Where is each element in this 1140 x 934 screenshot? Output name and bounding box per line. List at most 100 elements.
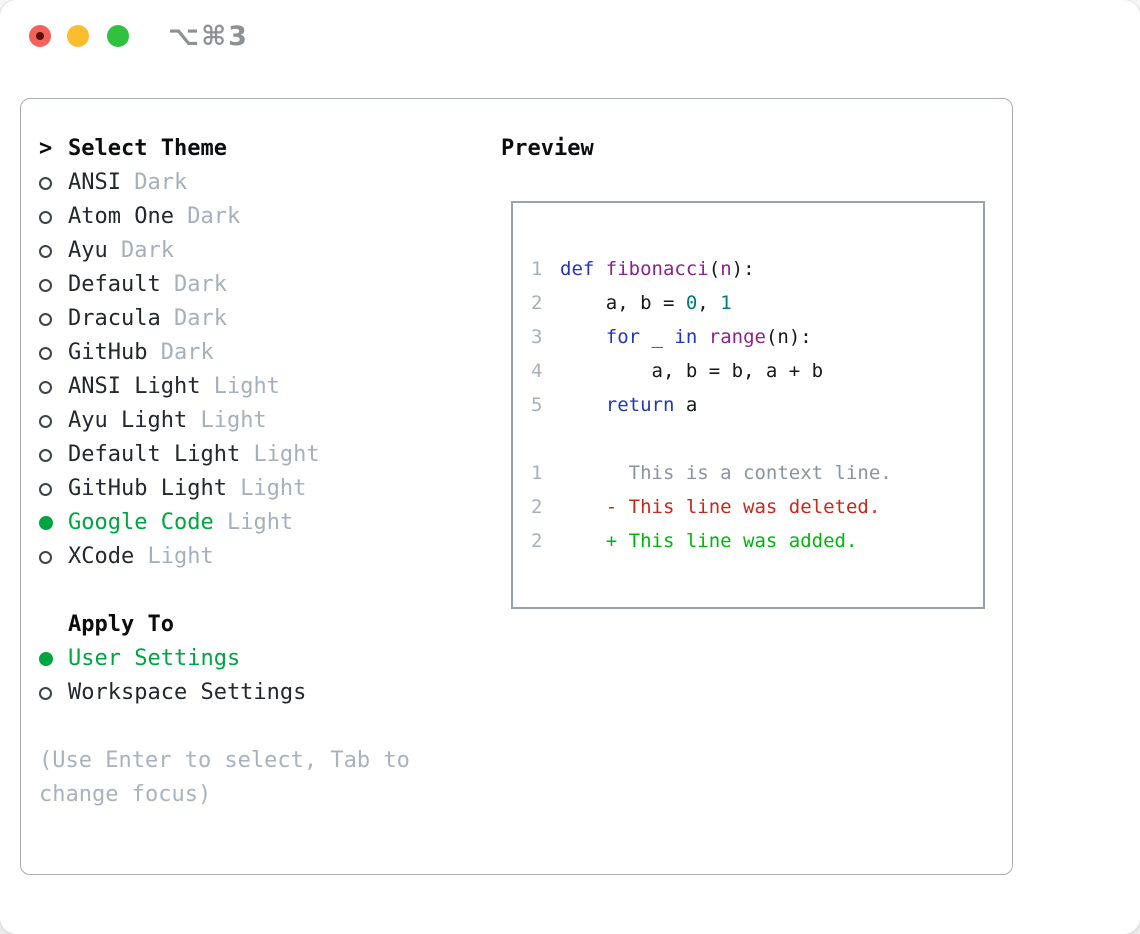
theme-option[interactable]: Default Light Light bbox=[39, 438, 469, 472]
theme-option[interactable]: Dracula Dark bbox=[39, 302, 469, 336]
theme-option[interactable]: GitHub Dark bbox=[39, 336, 469, 370]
code-token: a, b = b, a + b bbox=[560, 360, 824, 382]
theme-name: GitHub bbox=[68, 340, 161, 365]
code-token bbox=[697, 320, 708, 354]
code-token bbox=[560, 320, 606, 354]
radio-unselected-icon bbox=[39, 210, 68, 224]
apply-to-option[interactable]: User Settings bbox=[39, 642, 469, 676]
radio-unselected-icon bbox=[39, 176, 68, 190]
code-token: 1 bbox=[720, 292, 732, 314]
theme-name: GitHub Light bbox=[68, 476, 241, 501]
theme-variant: Dark bbox=[173, 272, 227, 297]
help-hint: (Use Enter to select, Tab to change focu… bbox=[39, 748, 410, 807]
code-token: def bbox=[560, 258, 595, 280]
radio-unselected-icon bbox=[39, 448, 68, 462]
radio-selected-icon bbox=[39, 516, 68, 530]
code-token: (n): bbox=[765, 326, 812, 348]
apply-to-label: Workspace Settings bbox=[68, 680, 307, 705]
radio-unselected-icon bbox=[39, 414, 68, 428]
minimize-button[interactable] bbox=[67, 25, 89, 47]
spacer bbox=[39, 574, 469, 608]
theme-option[interactable]: Google Code Light bbox=[39, 506, 469, 540]
code-line: 2 a, b = 0, 1 bbox=[531, 286, 983, 320]
diff-line-deleted: 2 - This line was deleted. bbox=[531, 490, 983, 524]
window-title: ⌥⌘3 bbox=[168, 21, 249, 52]
code-token: range bbox=[708, 326, 766, 348]
theme-name: Dracula bbox=[68, 306, 174, 331]
apply-to-option[interactable]: Workspace Settings bbox=[39, 676, 469, 710]
line-number: 4 bbox=[531, 360, 543, 382]
theme-name: ANSI Light bbox=[68, 374, 214, 399]
theme-variant: Light bbox=[253, 442, 320, 467]
zoom-button[interactable] bbox=[107, 25, 129, 47]
code-token: ): bbox=[731, 258, 755, 280]
radio-unselected-icon bbox=[39, 482, 68, 496]
line-number: 2 bbox=[531, 530, 543, 552]
radio-unselected-icon bbox=[39, 380, 68, 394]
line-number: 1 bbox=[531, 258, 543, 280]
theme-option[interactable]: GitHub Light Light bbox=[39, 472, 469, 506]
diff-line-context: 1 This is a context line. bbox=[531, 456, 983, 490]
radio-unselected-icon bbox=[39, 312, 68, 326]
theme-name: XCode bbox=[68, 544, 148, 569]
theme-option[interactable]: Ayu Light Light bbox=[39, 404, 469, 438]
theme-variant: Light bbox=[240, 476, 307, 501]
diff-text: + This line was added. bbox=[560, 530, 858, 552]
theme-variant: Light bbox=[213, 374, 280, 399]
code-token: n bbox=[720, 258, 732, 280]
theme-variant: Light bbox=[147, 544, 214, 569]
select-theme-header: >Select Theme bbox=[39, 132, 469, 166]
code-token: return bbox=[605, 394, 675, 416]
code-token: fibonacci bbox=[605, 258, 709, 280]
theme-option[interactable]: Ayu Dark bbox=[39, 234, 469, 268]
line-number: 5 bbox=[531, 394, 543, 416]
close-button[interactable] bbox=[29, 25, 51, 47]
line-number: 3 bbox=[531, 326, 543, 348]
theme-variant: Light bbox=[200, 408, 267, 433]
theme-option[interactable]: Atom One Dark bbox=[39, 200, 469, 234]
radio-unselected-icon bbox=[39, 244, 68, 258]
theme-name: ANSI bbox=[68, 170, 135, 195]
code-line: 3 for _ in range(n): bbox=[531, 320, 983, 354]
diff-text: - This line was deleted. bbox=[560, 496, 881, 518]
code-line: 5 return a bbox=[531, 388, 983, 422]
theme-name: Default bbox=[68, 272, 174, 297]
theme-variant: Light bbox=[226, 510, 294, 535]
code-token bbox=[560, 388, 606, 422]
code-line: 4 a, b = b, a + b bbox=[531, 354, 983, 388]
theme-option[interactable]: XCode Light bbox=[39, 540, 469, 574]
radio-unselected-icon bbox=[39, 346, 68, 360]
code-token: for bbox=[605, 326, 641, 348]
theme-variant: Dark bbox=[187, 204, 241, 229]
spacer bbox=[531, 422, 983, 456]
line-number: 2 bbox=[531, 496, 543, 518]
theme-variant: Dark bbox=[134, 170, 188, 195]
radio-selected-icon bbox=[39, 652, 68, 666]
line-number: 2 bbox=[531, 292, 543, 314]
diff-preview: 1 This is a context line.2 - This line w… bbox=[531, 456, 983, 558]
code-token: _ bbox=[640, 326, 675, 348]
theme-option[interactable]: ANSI Dark bbox=[39, 166, 469, 200]
radio-unselected-icon bbox=[39, 686, 68, 700]
diff-line-added: 2 + This line was added. bbox=[531, 524, 983, 558]
code-token: a bbox=[674, 394, 698, 416]
code-token: ( bbox=[708, 258, 721, 280]
diff-text: This is a context line. bbox=[560, 462, 892, 484]
theme-name: Ayu Light bbox=[68, 408, 201, 433]
title-bar: ⌥⌘3 bbox=[0, 0, 1140, 74]
theme-name: Google Code bbox=[68, 510, 227, 535]
radio-unselected-icon bbox=[39, 278, 68, 292]
theme-variant: Dark bbox=[173, 306, 227, 331]
theme-name: Atom One bbox=[68, 204, 188, 229]
code-line: 1 def fibonacci(n): bbox=[531, 252, 983, 286]
line-number: 1 bbox=[531, 462, 543, 484]
theme-option[interactable]: Default Dark bbox=[39, 268, 469, 302]
code-token: 0 bbox=[685, 292, 698, 314]
code-token: , bbox=[697, 292, 721, 314]
theme-option[interactable]: ANSI Light Light bbox=[39, 370, 469, 404]
